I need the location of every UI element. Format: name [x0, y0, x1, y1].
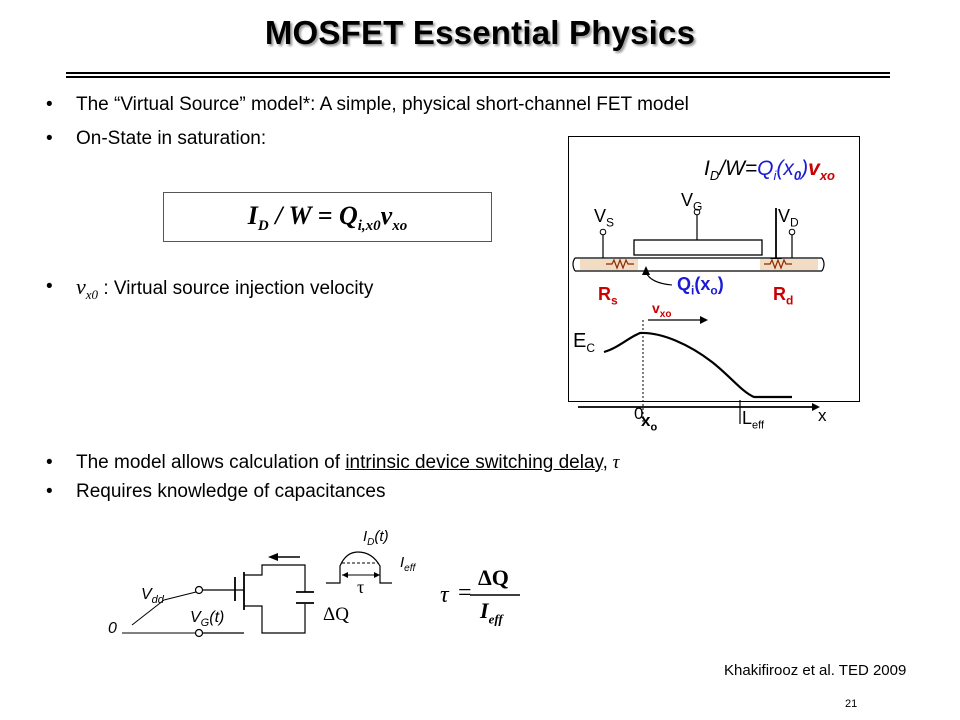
delta-q-label: ΔQ — [323, 604, 349, 625]
x-axis-label: x — [818, 406, 827, 425]
x-axis-arrow — [812, 403, 820, 411]
qi-pointer-arrow — [645, 271, 673, 286]
origin-label: 0 — [634, 404, 644, 423]
tau-formula-lhs: τ — [440, 582, 449, 608]
vdd-terminal — [194, 585, 204, 595]
bullet-capacitances: Requires knowledge of capacitances — [76, 481, 386, 502]
bullet-marker: • — [46, 452, 53, 473]
title-divider-bottom — [66, 76, 890, 78]
diagram-equation: ID/W=Qi(x0)vxo — [704, 157, 835, 184]
drain-resistance-label: Rd — [773, 284, 794, 308]
bullet-on-state: On-State in saturation: — [76, 128, 267, 149]
tau-arrow-left — [342, 572, 348, 578]
tau-label: τ — [357, 577, 365, 597]
bullet-marker: • — [46, 276, 53, 297]
vdd-label: Vdd — [141, 586, 164, 607]
tau-arrow-right — [374, 572, 380, 578]
channel-ends — [572, 257, 825, 272]
tau-formula-denominator: Ieff — [480, 598, 503, 627]
bullet-marker: • — [46, 481, 53, 502]
conduction-band-label: EC — [573, 330, 596, 355]
tau-formula-numerator: ΔQ — [478, 565, 509, 590]
current-arrow-head — [268, 553, 278, 561]
equation-box: ID / W = Qi,x0vxo — [163, 192, 492, 242]
source-resistance-label: Rs — [598, 284, 618, 308]
source-voltage-label: VS — [594, 206, 615, 230]
source-wire — [244, 604, 306, 634]
inversion-charge-label: Qi(xo) — [677, 274, 724, 298]
qi-pointer-head — [642, 266, 650, 275]
bullet-virtual-source: The “Virtual Source” model*: A simple, p… — [76, 94, 689, 115]
gate-contact — [693, 208, 701, 216]
vxo-label: vxo — [652, 300, 672, 320]
source-resistor-icon — [606, 258, 634, 270]
ieff-label: Ieff — [400, 554, 416, 574]
source-contact — [599, 228, 607, 236]
slide-title: MOSFET Essential Physics — [264, 14, 696, 51]
channel-strip — [575, 257, 822, 272]
citation: Khakifirooz et al. TED 2009 — [724, 662, 907, 679]
drain-contact — [788, 228, 796, 236]
gate-electrode — [633, 239, 763, 256]
bullet-injection-velocity: vx0 : Virtual source injection velocity — [76, 274, 374, 302]
bullet-switching-delay: The model allows calculation of intrinsi… — [76, 452, 620, 473]
vxo-arrow-head — [700, 316, 708, 324]
gate-input-terminal — [194, 628, 204, 638]
vdd-leader — [131, 599, 165, 626]
title-divider-top — [66, 72, 890, 74]
bullet-marker: • — [46, 128, 53, 149]
page-number: 21 — [845, 698, 858, 710]
leff-label: Leff — [742, 408, 765, 432]
tau-formula-equals: = — [458, 580, 472, 606]
device-diagram-frame — [568, 136, 860, 402]
drain-resistor-icon — [764, 258, 792, 270]
ground-zero-label: 0 — [108, 620, 117, 637]
id-t-label: ID(t) — [363, 528, 389, 548]
xo-label: xo — [641, 411, 658, 434]
vg-label: VG(t) — [190, 609, 225, 630]
gate-voltage-label: VG — [681, 190, 703, 214]
bullet-marker: • — [46, 94, 53, 115]
ec-band-curve — [603, 331, 792, 399]
drain-wire — [244, 564, 306, 592]
vdd-leader-2 — [163, 591, 197, 601]
id-over-w-equation: ID / W = Qi,x0vxo — [247, 201, 408, 235]
drain-voltage-label: VD — [778, 206, 799, 230]
